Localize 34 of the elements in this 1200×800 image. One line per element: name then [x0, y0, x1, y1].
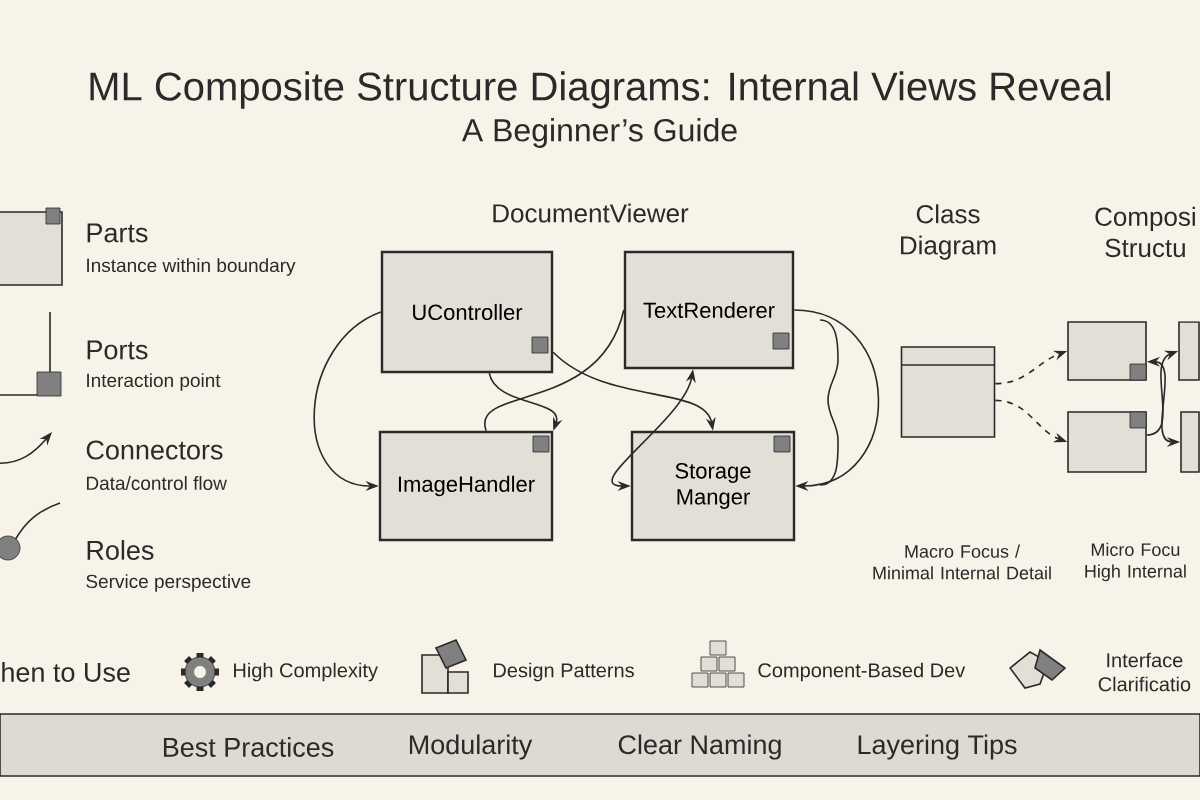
use-case-label: Interface Clarificatio	[1098, 652, 1191, 692]
part-box: UController	[380, 250, 554, 374]
column-caption: Micro Focu High Internal	[1085, 542, 1186, 582]
column-caption: Macro Focus / Minimal Internal Detail	[873, 544, 1051, 580]
part-box	[1067, 411, 1147, 473]
use-case-label: Component-Based Dev	[758, 662, 966, 682]
title: ML Composite Structure Diagrams: Internal Views Reveal	[90, 71, 1110, 109]
part-box	[1180, 411, 1200, 473]
legend-description: Service perspective	[86, 574, 251, 592]
part-box: TextRenderer	[623, 250, 795, 370]
legend-description: Data/control flow	[86, 476, 227, 490]
column-heading: Class Diagram	[901, 204, 996, 260]
legend-heading: Connectors	[86, 440, 223, 460]
column-heading: Composi Structu	[1095, 206, 1195, 258]
connector-arrow	[793, 309, 880, 492]
band-label: Layering Tips	[858, 734, 1017, 760]
band-label: Modularity	[409, 734, 533, 760]
class-box	[900, 346, 996, 438]
legend-heading: Parts	[87, 223, 148, 243]
legend-description: Interaction point	[87, 373, 221, 391]
section-heading: hen to Use	[2, 662, 130, 682]
part-box	[1178, 321, 1200, 381]
diagram-heading: DocumentViewer	[493, 203, 689, 223]
legend-heading: Roles	[87, 540, 154, 560]
use-case-label: Design Patterns	[494, 662, 634, 682]
legend-description: Instance within boundary	[87, 258, 296, 276]
band-label: Clear Naming	[618, 734, 781, 760]
part-box: Storage Manger	[630, 430, 796, 542]
part-box	[1067, 321, 1147, 381]
use-case-label: High Complexity	[234, 662, 378, 682]
part-box: ImageHandler	[378, 430, 554, 542]
legend-heading: Ports	[87, 340, 148, 360]
band-label: Best Practices	[163, 737, 334, 757]
subtitle: A Beginner’s Guide	[461, 118, 737, 148]
